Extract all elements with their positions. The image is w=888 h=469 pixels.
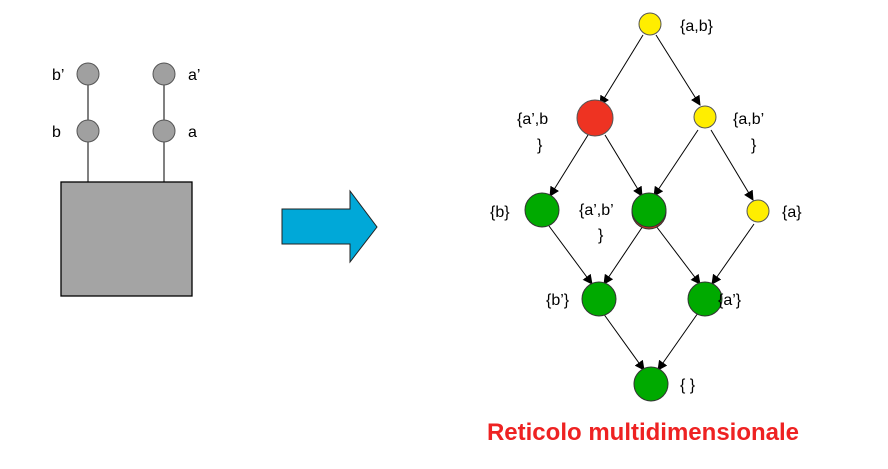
edge-a-to-a1	[711, 223, 755, 285]
pin-circle-a	[152, 119, 176, 143]
pin-circle-b	[76, 119, 100, 143]
component-group: b’ b a’ a	[52, 62, 200, 297]
label-empty: { }	[680, 377, 696, 394]
diagram-caption: Reticolo multidimensionale	[487, 419, 799, 446]
label-b1: {b’}	[546, 292, 570, 309]
edge-a1b-to-a1b1	[604, 134, 643, 197]
lattice-nodes	[524, 12, 770, 402]
edge-ab-to-ab1	[655, 34, 701, 106]
edge-ab-to-a1b	[599, 34, 644, 106]
pin-circle-b-prime	[76, 62, 100, 86]
node-ab1	[693, 105, 717, 129]
component-box	[60, 181, 193, 297]
pin-label-a-prime: a’	[188, 67, 200, 84]
node-empty	[633, 366, 669, 402]
edge-a1b1-to-a1	[655, 225, 701, 285]
node-ab	[638, 12, 662, 36]
node-a	[746, 199, 770, 223]
right-arrow-icon	[281, 189, 378, 264]
pin-label-a: a	[188, 124, 197, 141]
label-a1b1-line2: }	[598, 227, 604, 244]
node-a1	[687, 281, 723, 317]
edge-b1-to-empty	[602, 312, 645, 371]
lattice-labels: {a,b} {a’,b } {a,b’ } {b} {a’,b’ } {a} {…	[490, 18, 802, 394]
edge-a1b1-to-b1	[603, 225, 644, 285]
label-ab1-line2: }	[751, 137, 757, 154]
edge-a1b-to-b	[549, 134, 589, 197]
node-b	[524, 192, 560, 228]
node-b1	[581, 281, 617, 317]
label-a1b-line2: }	[537, 137, 543, 154]
edge-ab1-to-a	[710, 129, 754, 201]
node-a1b1	[631, 192, 667, 228]
pin-label-b: b	[52, 124, 61, 141]
pin-circle-a-prime	[152, 62, 176, 86]
label-a: {a}	[782, 204, 802, 221]
pin-label-b-prime: b’	[52, 67, 64, 84]
label-a1b-line1: {a’,b	[517, 111, 548, 128]
label-b: {b}	[490, 204, 510, 221]
label-ab: {a,b}	[680, 18, 714, 35]
label-a1b1-line1: {a’,b’	[579, 202, 614, 219]
lattice-edges	[548, 34, 755, 371]
edge-b-to-b1	[548, 225, 593, 285]
node-a1b	[576, 99, 614, 137]
label-ab1-line1: {a,b’	[733, 111, 764, 128]
edge-a1-to-empty	[657, 312, 699, 371]
label-a1: {a’}	[718, 292, 742, 309]
edge-ab1-to-a1b1	[653, 129, 699, 197]
